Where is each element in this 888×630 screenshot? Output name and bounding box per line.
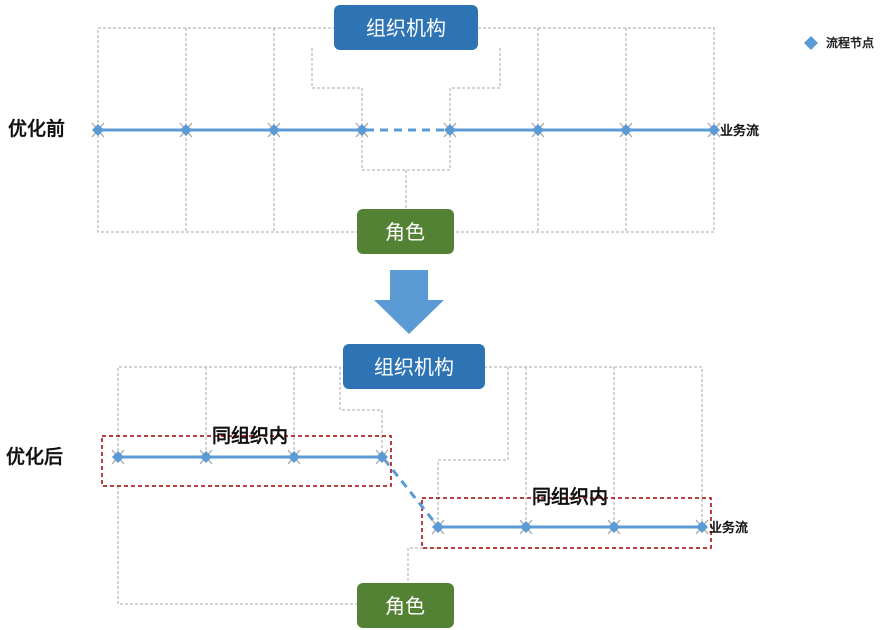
before-section: 组织机构 角色 优化前 业务流 (8, 5, 759, 254)
after-org-box-label: 组织机构 (374, 355, 454, 379)
after-process-node-4 (376, 451, 388, 463)
after-guides (117, 366, 703, 605)
after-group-label-right: 同组织内 (532, 485, 608, 508)
after-guide-left-top (117, 366, 340, 456)
diamond-icon (804, 36, 818, 50)
before-process-node-1 (92, 124, 104, 136)
after-process-node-5 (432, 521, 444, 533)
after-process-node-7 (608, 521, 620, 533)
before-process-node-6 (532, 124, 544, 136)
before-org-box (334, 5, 478, 50)
before-guide-role-link (361, 130, 451, 171)
before-org-box-label: 组织机构 (366, 16, 446, 40)
before-process-node-2 (180, 124, 192, 136)
after-guide-role-right (407, 547, 438, 583)
before-guide-right-link (449, 48, 501, 128)
before-role-box (357, 209, 454, 254)
after-process-node-6 (520, 521, 532, 533)
after-role-box (357, 583, 454, 628)
after-role-box-label: 角色 (385, 594, 425, 618)
after-flow-label: 业务流 (709, 520, 748, 536)
legend: 流程节点 (804, 35, 874, 50)
after-guide-left-link (339, 367, 383, 456)
after-side-label: 优化后 (6, 445, 63, 468)
after-group-box-left (101, 435, 392, 487)
down-arrow-icon (374, 270, 444, 334)
after-org-box (343, 344, 485, 389)
after-guide-right-top (484, 366, 703, 526)
after-process-node-2 (200, 451, 212, 463)
after-flow-line-cross (382, 458, 438, 525)
after-group-label-left: 同组织内 (212, 424, 288, 447)
before-process-node-8 (708, 124, 720, 136)
after-guide-right-link (437, 367, 509, 526)
before-process-node-3 (268, 124, 280, 136)
before-side-label: 优化前 (8, 117, 65, 140)
after-group-box-right (421, 497, 712, 549)
after-process-node-1 (112, 451, 124, 463)
before-flow-label: 业务流 (720, 123, 759, 139)
before-process-node-4 (356, 124, 368, 136)
before-process-node-7 (620, 124, 632, 136)
before-role-box-label: 角色 (385, 220, 425, 244)
after-section: 组织机构 角色 同组织内 同组织内 优化后 业务流 (6, 344, 748, 628)
after-guide-role-left (117, 486, 357, 605)
legend-label: 流程节点 (826, 35, 874, 50)
before-process-node-5 (444, 124, 456, 136)
before-guide-left-link (311, 48, 363, 128)
after-process-node-8 (696, 521, 708, 533)
after-process-node-3 (288, 451, 300, 463)
before-nodes (91, 122, 721, 138)
after-nodes (111, 449, 709, 535)
